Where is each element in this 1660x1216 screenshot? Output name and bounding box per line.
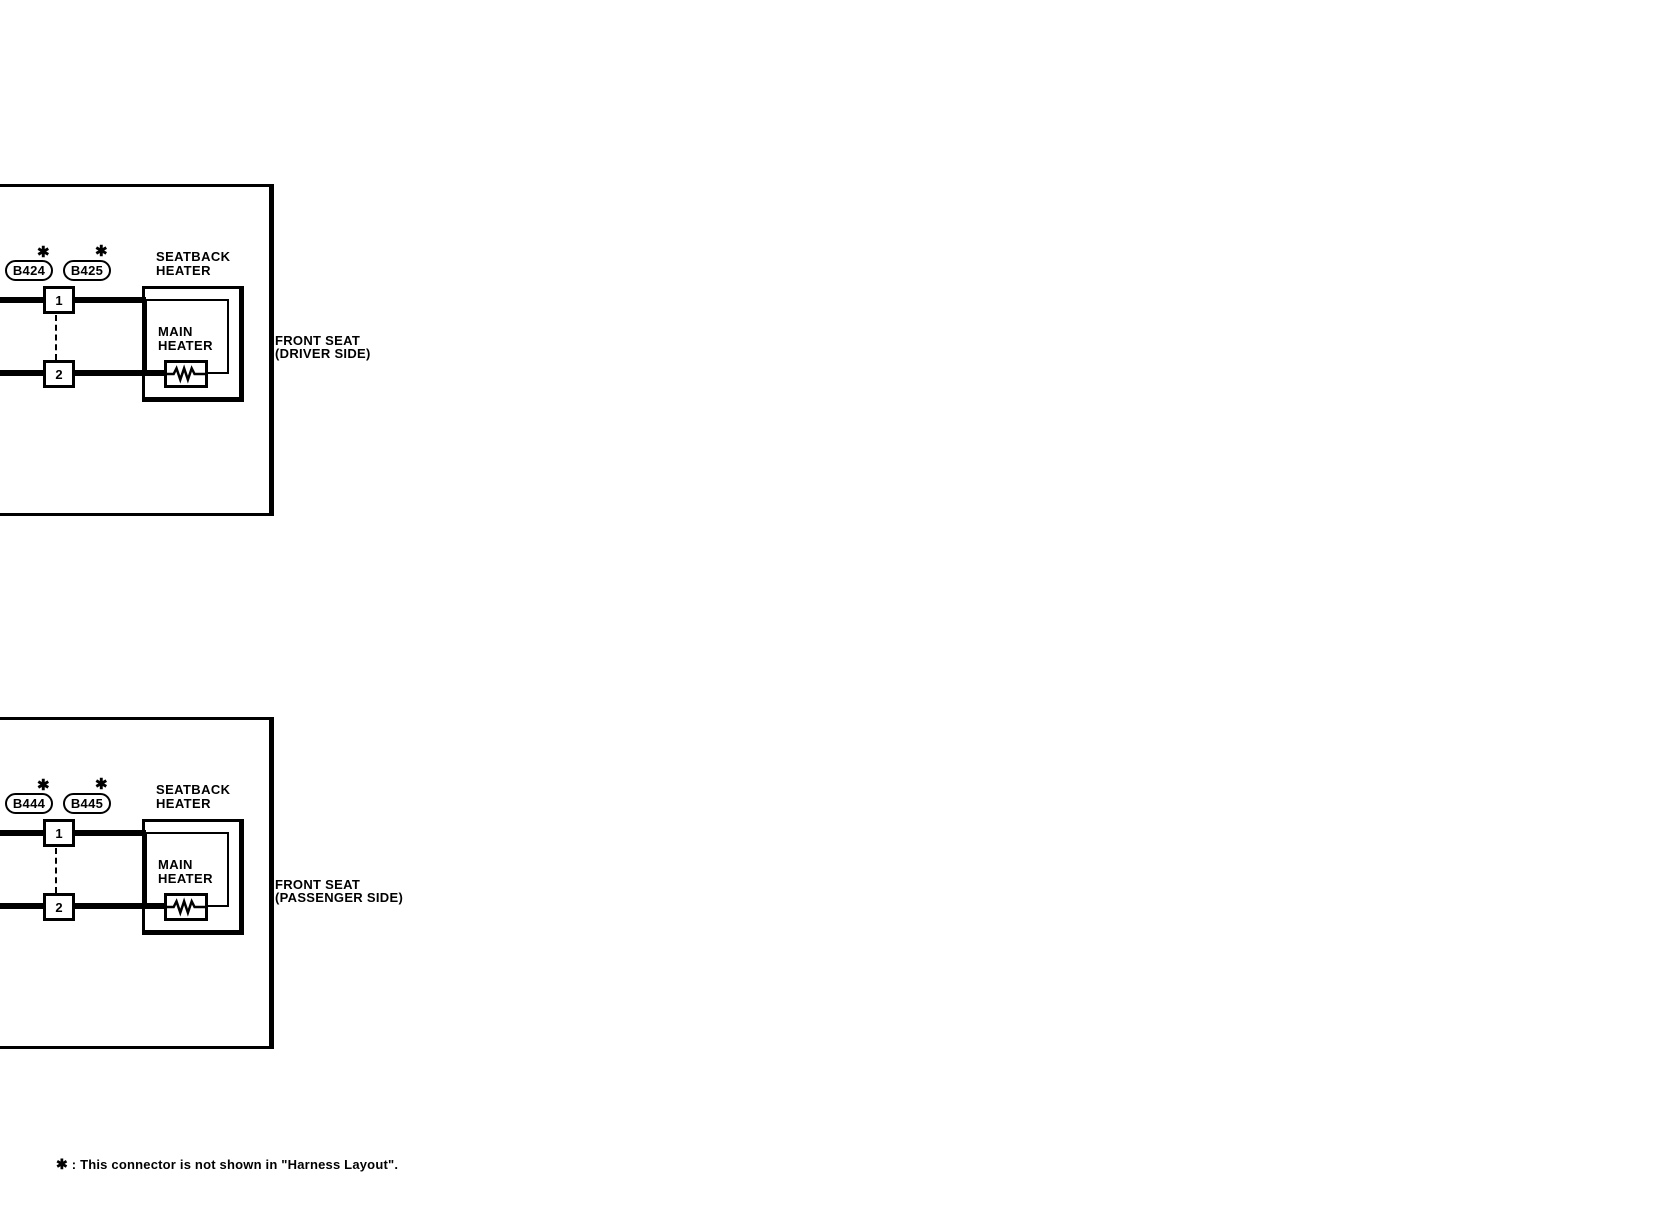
seatback-heater-box	[142, 286, 244, 402]
wire-pin1-left	[0, 830, 43, 836]
connector-badge-2: B445	[63, 793, 111, 814]
wire-pin1-right	[75, 830, 146, 836]
asterisk-icon: ✱	[95, 776, 108, 793]
seat-location-label: FRONT SEAT (PASSENGER SIDE)	[275, 877, 404, 905]
asterisk-icon: ✱	[37, 244, 50, 261]
seat-boundary-box	[0, 717, 274, 1049]
wire-pin1-left	[0, 297, 43, 303]
pin-number: 1	[55, 292, 63, 308]
connector-badge-1: B444	[5, 793, 53, 814]
footnote-text: : This connector is not shown in "Harnes…	[71, 1157, 399, 1172]
pin-number: 2	[55, 366, 63, 382]
pin-link-dashed-line	[55, 315, 57, 360]
main-heater-label: MAIN HEATER	[158, 324, 213, 353]
wire-pin2-left	[0, 370, 43, 376]
pin-link-dashed-line	[55, 848, 57, 893]
connector-id: B444	[12, 796, 46, 811]
connector-id: B425	[70, 263, 104, 278]
footnote: ✱ : This connector is not shown in "Harn…	[56, 1156, 398, 1173]
resistor-icon	[167, 364, 205, 384]
pin-box-1: 1	[43, 286, 75, 314]
resistor-box	[164, 893, 208, 921]
connector-id: B445	[70, 796, 104, 811]
pin-box-2: 2	[43, 360, 75, 388]
asterisk-icon: ✱	[95, 243, 108, 260]
main-heater-label: MAIN HEATER	[158, 857, 213, 886]
seatback-heater-label: SEATBACK HEATER	[156, 249, 231, 278]
seatback-heater-box	[142, 819, 244, 935]
connector-badge-1: B424	[5, 260, 53, 281]
resistor-box	[164, 360, 208, 388]
pin-box-1: 1	[43, 819, 75, 847]
pin-number: 1	[55, 825, 63, 841]
resistor-icon	[167, 897, 205, 917]
connector-id: B424	[12, 263, 46, 278]
seatback-heater-label: SEATBACK HEATER	[156, 782, 231, 811]
wire-pin2-right	[75, 903, 167, 909]
asterisk-icon: ✱	[37, 777, 50, 794]
seat-boundary-box	[0, 184, 274, 516]
pin-number: 2	[55, 899, 63, 915]
footnote-asterisk-icon: ✱	[56, 1156, 68, 1172]
passenger-seat-diagram: B444 ✱ B445 ✱ 1 2 SEATBACK HEATER MAIN H…	[0, 533, 460, 1063]
wire-pin2-right	[75, 370, 167, 376]
connector-badge-2: B425	[63, 260, 111, 281]
seat-location-label: FRONT SEAT (DRIVER SIDE)	[275, 333, 371, 361]
wire-pin2-left	[0, 903, 43, 909]
pin-box-2: 2	[43, 893, 75, 921]
wire-pin1-right	[75, 297, 146, 303]
driver-seat-diagram: B424 ✱ B425 ✱ 1 2 SEATBACK HEATER MAIN H…	[0, 0, 460, 530]
